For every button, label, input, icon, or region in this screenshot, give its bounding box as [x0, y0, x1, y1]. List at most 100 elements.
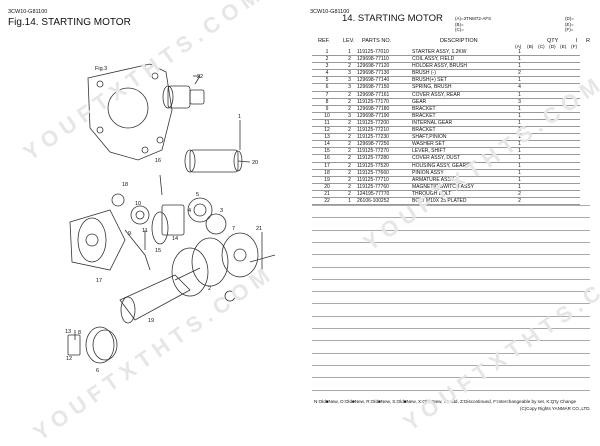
- qty-empty-cell: [536, 126, 547, 135]
- part-number-cell: 119125-77270: [357, 147, 412, 156]
- ref-cell: 17: [312, 162, 342, 170]
- qty-empty-cell: [536, 133, 547, 142]
- qty-a-cell: 1: [514, 49, 525, 57]
- qty-a-cell: 2: [514, 197, 525, 206]
- empty-row-line: [312, 377, 590, 379]
- empty-row-line: [312, 278, 590, 280]
- option-d: (D)=: [565, 16, 574, 21]
- ref-cell: 8: [312, 98, 342, 106]
- copyright: (C)Copy Rights YANMAR CO.,LTD.: [520, 406, 591, 411]
- qty-empty-cell: [547, 176, 558, 184]
- qty-empty-cell: [558, 154, 569, 163]
- part-number-cell: 129698-77180: [357, 105, 412, 113]
- qty-empty-cell: [558, 183, 569, 191]
- qty-empty-cell: [536, 55, 547, 64]
- qty-col-b: (B): [527, 45, 534, 50]
- part-number-cell: 119125-77710: [357, 176, 412, 184]
- qty-empty-cell: [558, 197, 569, 206]
- callout-18: 18: [122, 182, 128, 188]
- qty-empty-cell: [547, 105, 558, 113]
- qty-col-d: (D): [549, 45, 556, 50]
- lev-cell: 2: [342, 98, 357, 106]
- qty-empty-cell: [536, 91, 547, 99]
- qty-empty-cell: [525, 154, 536, 163]
- qty-empty-cell: [525, 119, 536, 128]
- qty-empty-cell: [525, 112, 536, 120]
- qty-a-cell: 1: [514, 62, 525, 71]
- lev-cell: 2: [342, 162, 357, 170]
- section-title: 14. STARTING MOTOR: [342, 13, 443, 24]
- qty-a-cell: 1: [514, 119, 525, 128]
- qty-a-cell: 1: [514, 76, 525, 85]
- qty-col-c: (C): [538, 45, 545, 50]
- qty-empty-cell: [536, 76, 547, 85]
- qty-empty-cell: [525, 98, 536, 106]
- qty-empty-cell: [547, 76, 558, 85]
- qty-empty-cell: [525, 91, 536, 99]
- qty-empty-cell: [569, 76, 580, 85]
- qty-empty-cell: [569, 91, 580, 99]
- description-cell: INTERNAL GEAR: [412, 119, 514, 128]
- ref-cell: 21: [312, 190, 342, 198]
- lev-cell: 3: [342, 83, 357, 92]
- qty-a-cell: 1: [514, 140, 525, 149]
- qty-a-cell: 1: [514, 154, 525, 163]
- description-cell: COIL ASSY, FIELD: [412, 55, 514, 64]
- part-number-cell: 119125-77660: [357, 169, 412, 177]
- header-parts-no: PARTS NO.: [362, 38, 392, 44]
- qty-empty-cell: [536, 190, 547, 198]
- qty-a-cell: 1: [514, 176, 525, 184]
- callout-22: 22: [197, 74, 203, 80]
- description-cell: GEAR: [412, 98, 514, 106]
- qty-empty-cell: [558, 105, 569, 113]
- qty-empty-cell: [569, 69, 580, 78]
- qty-empty-cell: [525, 147, 536, 156]
- option-a: (A)=3TNM72-AFS: [455, 16, 492, 21]
- qty-empty-cell: [547, 55, 558, 64]
- empty-row-line: [312, 229, 590, 231]
- qty-empty-cell: [569, 126, 580, 135]
- part-number-cell: 119125-77170: [357, 98, 412, 106]
- empty-row-line: [312, 340, 590, 342]
- qty-empty-cell: [569, 55, 580, 64]
- qty-empty-cell: [536, 140, 547, 149]
- qty-empty-cell: [558, 69, 569, 78]
- qty-empty-cell: [525, 62, 536, 71]
- part-number-cell: 119125-77230: [357, 133, 412, 142]
- ref-cell: 5: [312, 76, 342, 85]
- qty-empty-cell: [547, 147, 558, 156]
- qty-col-e: (E): [560, 45, 567, 50]
- option-e: (E)=: [565, 21, 574, 27]
- qty-empty-cell: [536, 112, 547, 120]
- lev-cell: 2: [342, 140, 357, 149]
- qty-empty-cell: [536, 49, 547, 57]
- qty-empty-cell: [558, 140, 569, 149]
- qty-empty-cell: [525, 197, 536, 206]
- part-number-cell: 129698-77120: [357, 62, 412, 71]
- qty-empty-cell: [536, 69, 547, 78]
- qty-empty-cell: [569, 83, 580, 92]
- diagram-panel: 3CW10-G81100 Fig.14. STARTING MOTOR: [0, 0, 300, 424]
- empty-row-line: [312, 254, 590, 256]
- part-number-cell: 129698-77190: [357, 112, 412, 120]
- callout-14: 14: [172, 236, 178, 242]
- qty-empty-cell: [547, 119, 558, 128]
- callout-16: 16: [155, 158, 161, 164]
- qty-empty-cell: [558, 133, 569, 142]
- callout-8: 8: [78, 330, 81, 336]
- diagram-callouts: Fig.3 22 1 16 20 18 7 5 4 3 14 10 15 11 …: [65, 66, 262, 374]
- qty-empty-cell: [569, 105, 580, 113]
- empty-row-line: [312, 389, 590, 391]
- qty-a-cell: 1: [514, 183, 525, 191]
- qty-empty-cell: [547, 126, 558, 135]
- lev-cell: 3: [342, 76, 357, 85]
- qty-empty-cell: [525, 55, 536, 64]
- callout-fig3: Fig.3: [95, 66, 107, 72]
- model-code: 3CW10-G81100: [8, 9, 48, 15]
